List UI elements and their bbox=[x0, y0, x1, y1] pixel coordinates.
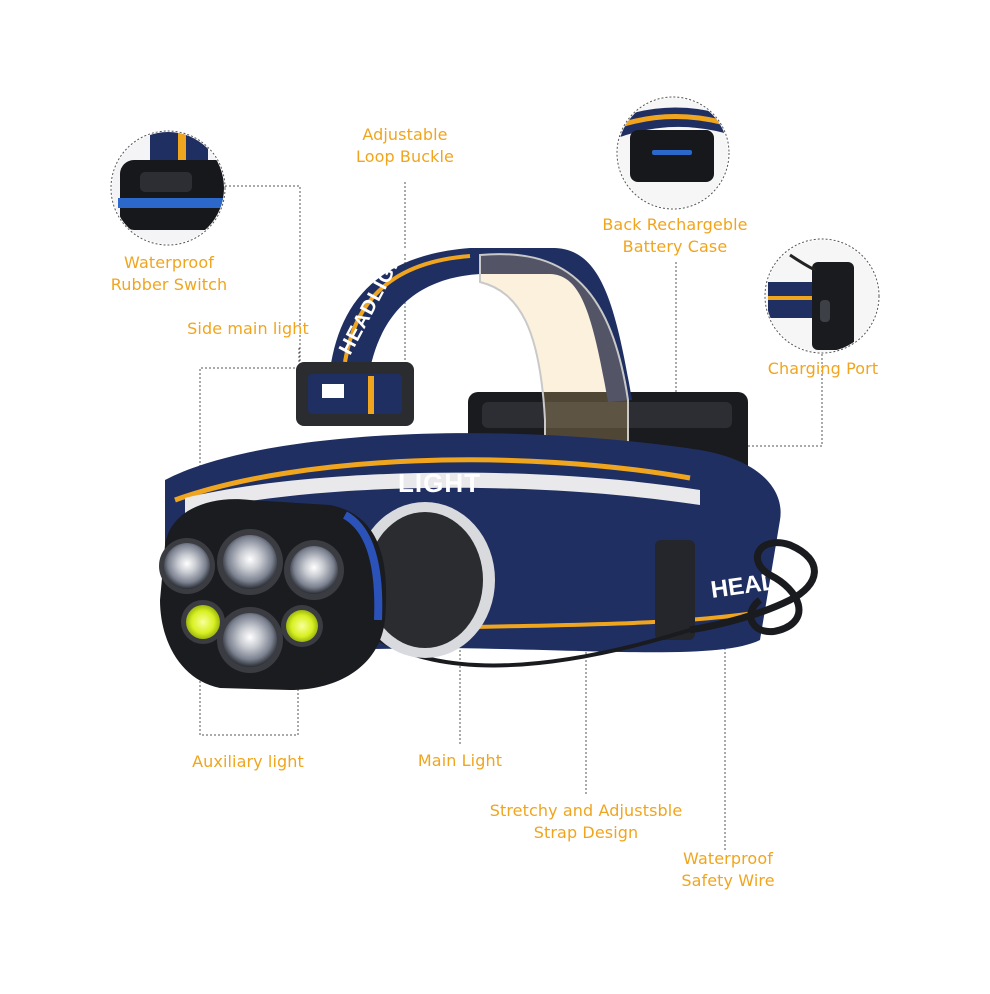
headlamp: HEADLIGHT LIGHT HEADLIGH bbox=[159, 237, 837, 690]
detail-bubble-switch bbox=[110, 130, 226, 246]
main-led-top-center bbox=[217, 529, 283, 595]
auxiliary-led-right bbox=[281, 605, 323, 647]
label-back-battery-case: Back Rechargeble Battery Case bbox=[590, 214, 760, 258]
strap-clip bbox=[655, 540, 695, 640]
leader-charging-port bbox=[742, 350, 823, 447]
label-line: Stretchy and Adjustsble bbox=[489, 801, 683, 820]
label-line: Adjustable bbox=[362, 125, 448, 144]
label-side-main-light: Side main light bbox=[187, 319, 309, 338]
label-line: Strap Design bbox=[533, 823, 639, 842]
label-waterproof-safety-wire: Waterproof Safety Wire bbox=[668, 848, 788, 892]
label-adjustable-loop-buckle: Adjustable Loop Buckle bbox=[345, 124, 465, 168]
label-stretchy-strap: Stretchy and Adjustsble Strap Design bbox=[476, 800, 696, 844]
label-charging-port: Charging Port bbox=[767, 359, 879, 378]
label-line: Rubber Switch bbox=[110, 275, 228, 294]
side-main-led bbox=[284, 540, 344, 600]
top-strap bbox=[330, 248, 632, 402]
coiled-cable bbox=[689, 539, 818, 636]
label-line: Waterproof bbox=[683, 849, 773, 868]
label-line: Back Rechargeble bbox=[602, 215, 748, 234]
detail-bubble-battery bbox=[616, 96, 730, 210]
label-line: Safety Wire bbox=[681, 871, 775, 890]
auxiliary-led-left bbox=[181, 600, 225, 644]
label-line: Loop Buckle bbox=[355, 147, 455, 166]
label-line: Battery Case bbox=[622, 237, 728, 256]
main-led-top-left bbox=[159, 538, 215, 594]
leader-rubber-switch bbox=[225, 185, 301, 408]
label-line: Waterproof bbox=[124, 253, 214, 272]
label-auxiliary-light: Auxiliary light bbox=[192, 752, 304, 771]
label-main-light: Main Light bbox=[417, 751, 503, 770]
label-waterproof-rubber-switch: Waterproof Rubber Switch bbox=[104, 252, 234, 296]
main-led-bottom bbox=[217, 607, 283, 673]
detail-bubble-port bbox=[764, 238, 880, 354]
side-strap-print: LIGHT bbox=[398, 468, 481, 498]
